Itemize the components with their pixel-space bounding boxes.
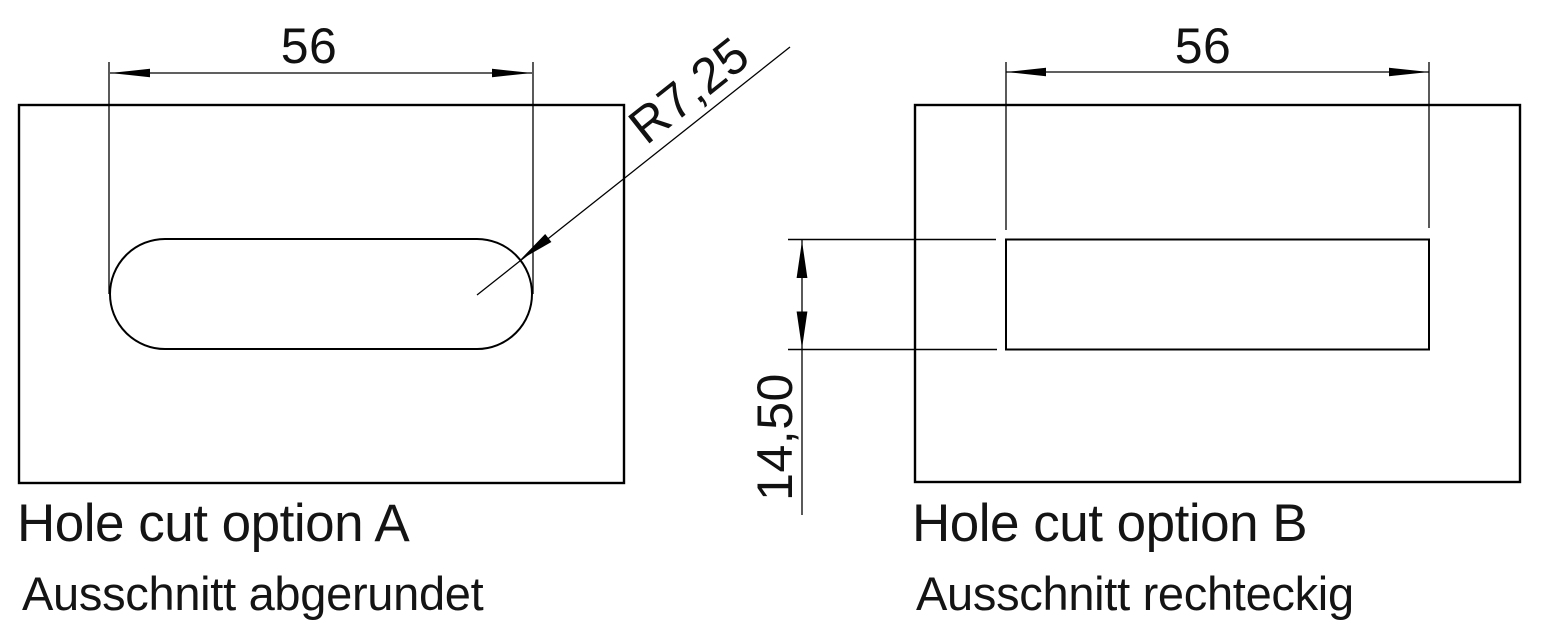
option-a-radius-dimension-value: R7,25 (618, 26, 759, 154)
option-b-dim-arrow-down-icon (796, 311, 808, 349)
option-b-height-dimension-value: 14,50 (747, 373, 803, 501)
option-a-width-dimension-value: 56 (281, 18, 338, 74)
option-b-plate-outline (913, 103, 1522, 484)
option-b-subtitle: Ausschnitt rechteckig (916, 567, 1354, 620)
option-b-drawing: 56 14,50 (747, 18, 1522, 515)
option-b-dim-arrow-right-icon (1389, 67, 1429, 77)
option-a-drawing: 56 R7,25 (17, 18, 791, 485)
option-b-rectangular-slot (1005, 238, 1430, 351)
option-a-dim-arrow-left-icon (110, 68, 150, 78)
option-a-plate-outline (17, 103, 626, 485)
option-b-dim-arrow-up-icon (796, 241, 808, 278)
option-a-radius-arrow-icon (520, 234, 552, 260)
option-a-radius-leader-line (476, 46, 791, 296)
option-a-rounded-slot (109, 238, 533, 350)
option-b-title: Hole cut option B (912, 494, 1308, 553)
option-a-dim-arrow-right-icon (492, 68, 532, 78)
option-a-title: Hole cut option A (17, 494, 410, 553)
option-b-dim-arrow-left-icon (1006, 67, 1046, 77)
option-a-subtitle: Ausschnitt abgerundet (22, 567, 484, 620)
option-b-width-dimension-value: 56 (1175, 18, 1232, 74)
